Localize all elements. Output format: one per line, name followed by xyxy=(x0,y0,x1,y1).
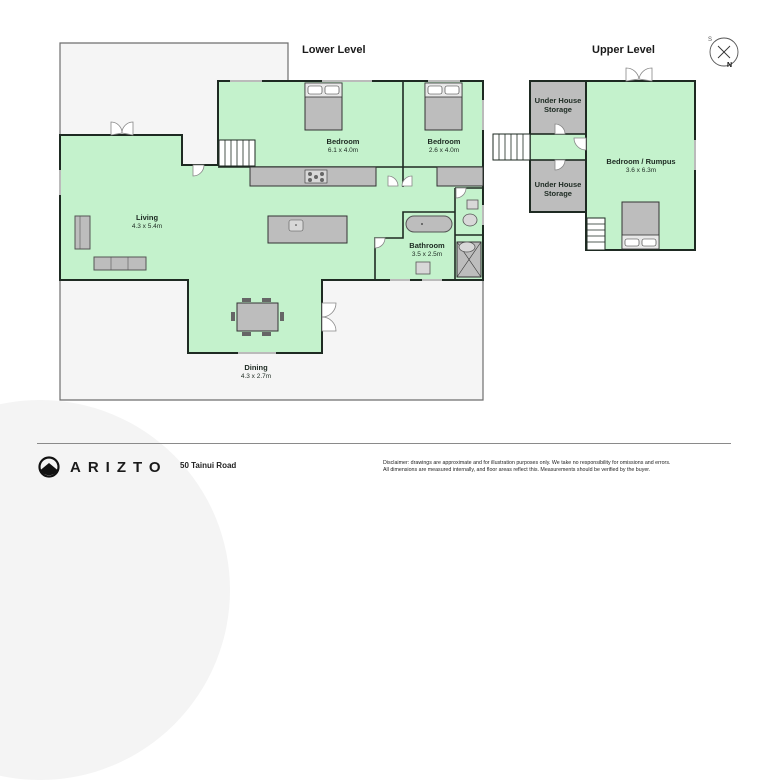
dining-table xyxy=(231,298,284,336)
doors xyxy=(110,121,467,332)
stairs-upper-rumpus xyxy=(586,217,606,251)
room-name-line2: Storage xyxy=(544,188,572,198)
room-label-bedroom1: Bedroom 6.1 x 4.0m xyxy=(326,137,360,154)
toilet-wc xyxy=(462,213,478,227)
room-name-line1: Under House xyxy=(534,96,582,105)
room-label-bathroom: Bathroom 3.5 x 2.5m xyxy=(409,241,445,258)
kitchen-island xyxy=(267,215,348,244)
room-name: Dining xyxy=(244,363,268,372)
lower-level xyxy=(59,80,484,354)
room-name: Bedroom / Rumpus xyxy=(606,157,676,166)
stairs-lower xyxy=(218,139,256,167)
room-dims: 3.6 x 6.3m xyxy=(625,166,657,174)
wardrobe xyxy=(436,166,484,187)
wc-basin xyxy=(466,199,479,210)
floor-plan xyxy=(59,42,696,401)
room-dims: 6.1 x 4.0m xyxy=(327,146,359,154)
room-label-storage-bottom: Under House Storage xyxy=(534,180,582,198)
brand-name: ARIZTO xyxy=(70,458,168,476)
room-name-line1: Under House xyxy=(534,180,582,189)
sofa-vertical xyxy=(74,215,91,250)
property-address: 50 Tainui Road xyxy=(180,461,237,470)
room-name: Bedroom xyxy=(326,137,360,146)
bathtub xyxy=(405,215,453,233)
room-dims: 3.5 x 2.5m xyxy=(411,250,443,258)
bed-rumpus xyxy=(621,201,660,250)
sofa-horizontal xyxy=(93,256,147,271)
mountain-logo-icon xyxy=(38,456,60,478)
brand-logo: ARIZTO xyxy=(38,456,168,478)
upper-doors xyxy=(554,67,653,171)
toilet xyxy=(458,241,476,253)
upper-level xyxy=(492,67,696,251)
stairs-upper-entry xyxy=(492,133,531,161)
upper-level-title: Upper Level xyxy=(592,44,655,56)
disclaimer-line2: All dimensions are measured internally, … xyxy=(383,467,651,474)
bed-bedroom1 xyxy=(304,82,343,131)
room-name: Bathroom xyxy=(409,241,445,250)
lower-level-title: Lower Level xyxy=(302,44,366,56)
disclaimer-line1: Disclaimer: drawings are approximate and… xyxy=(383,460,671,466)
room-label-rumpus: Bedroom / Rumpus 3.6 x 6.3m xyxy=(606,157,676,174)
footer-divider xyxy=(37,443,731,444)
room-name: Bedroom xyxy=(427,137,461,146)
kitchen-bench xyxy=(249,166,377,187)
room-label-dining: Dining 4.3 x 2.7m xyxy=(240,363,272,380)
room-label-storage-top: Under House Storage xyxy=(534,96,582,114)
room-dims: 2.6 x 4.0m xyxy=(428,146,460,154)
compass-north: N xyxy=(727,62,732,69)
room-dims: 4.3 x 5.4m xyxy=(131,222,163,230)
compass-icon: S N xyxy=(708,37,739,69)
bed-bedroom2 xyxy=(424,82,463,131)
compass-south: S xyxy=(708,37,712,43)
room-name-line2: Storage xyxy=(544,104,572,114)
disclaimer: Disclaimer: drawings are approximate and… xyxy=(383,460,733,474)
room-label-bedroom2: Bedroom 2.6 x 4.0m xyxy=(427,137,461,154)
windows xyxy=(59,80,484,354)
bathroom-basin xyxy=(415,261,431,275)
room-dims: 4.3 x 2.7m xyxy=(240,372,272,380)
room-label-living: Living 4.3 x 5.4m xyxy=(131,213,163,230)
room-name: Living xyxy=(135,213,159,222)
